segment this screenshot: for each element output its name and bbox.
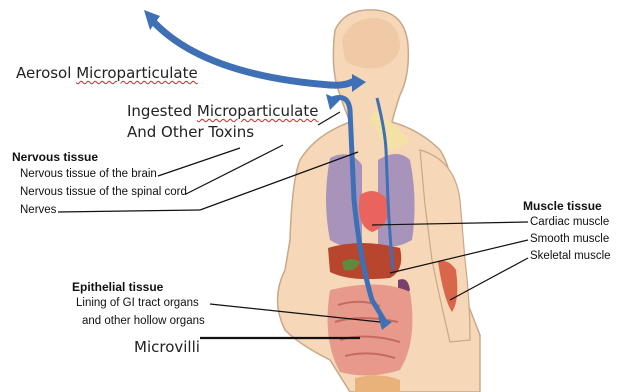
pelvis-organ	[355, 375, 400, 392]
skeletal-muscle: Skeletal muscle	[530, 250, 611, 262]
ingested-micro: Microparticulate	[197, 102, 319, 120]
aerosol-label: Aerosol Microparticulate	[16, 64, 198, 82]
aerosol-micro: Microparticulate	[76, 64, 198, 82]
nervous-tissue-header: Nervous tissue	[12, 150, 98, 164]
ingested-word: Ingested	[127, 102, 192, 120]
cardiac-muscle: Cardiac muscle	[530, 216, 609, 228]
gi-lining-line2: and other hollow organs	[82, 315, 205, 327]
microvilli-label: Microvilli	[134, 338, 200, 356]
gi-lining-line1: Lining of GI tract organs	[76, 297, 199, 309]
aerosol-word: Aerosol	[16, 64, 71, 82]
nerves: Nerves	[20, 204, 56, 216]
muscle-tissue-header: Muscle tissue	[523, 199, 602, 213]
ingested-line2: And Other Toxins	[127, 123, 254, 141]
nervous-tissue-spinal-cord: Nervous tissue of the spinal cord	[20, 186, 187, 198]
nervous-tissue-brain: Nervous tissue of the brain	[20, 168, 157, 180]
smooth-muscle: Smooth muscle	[530, 233, 609, 245]
ingested-label: Ingested Microparticulate	[127, 102, 318, 120]
epithelial-tissue-header: Epithelial tissue	[72, 280, 163, 294]
